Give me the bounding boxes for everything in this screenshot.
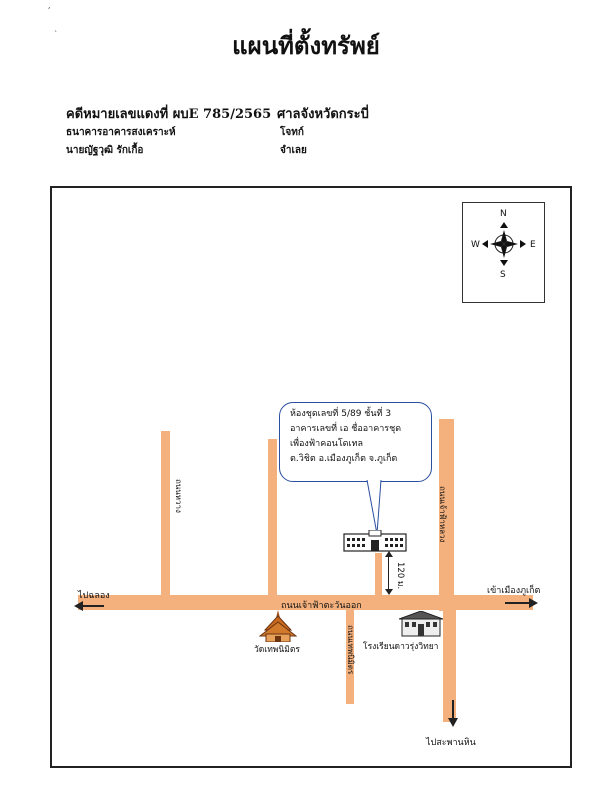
case-number: คดีหมายเลขแดงที่ ผบE 785/2565 bbox=[66, 107, 272, 122]
distance-label: 120 ม. bbox=[395, 562, 405, 590]
east-arrow bbox=[505, 602, 533, 604]
callout-line-3: เพื่องฟ้าคอนโดเทล bbox=[290, 439, 364, 449]
road-lower-vertical bbox=[346, 604, 354, 704]
compass-w: W bbox=[471, 240, 480, 250]
defendant-role: จำเลย bbox=[280, 145, 307, 156]
school-icon bbox=[399, 611, 443, 637]
callout-pointer bbox=[366, 479, 382, 535]
condo-building-icon bbox=[343, 530, 407, 552]
compass-e: E bbox=[530, 240, 536, 250]
page-title: แผนที่ตั้งทรัพย์ bbox=[232, 31, 380, 60]
distance-arrow-top-icon bbox=[385, 551, 393, 557]
scan-mark: , bbox=[48, 1, 51, 10]
plaintiff-name: ธนาคารอาคารสงเคราะห์ bbox=[66, 127, 176, 138]
road-right-vertical bbox=[439, 419, 454, 611]
west-arrow bbox=[78, 605, 104, 607]
plaintiff-role: โจทก์ bbox=[280, 127, 304, 138]
map-frame bbox=[50, 186, 572, 768]
callout-line-2: อาคารเลขที่ เอ ชื่ออาคารชุด bbox=[290, 424, 402, 434]
west-direction-label: ไปฉลอง bbox=[78, 591, 110, 601]
callout-line-4: ต.วิชิต อ.เมืองภูเก็ต จ.ภูเก็ต bbox=[290, 454, 398, 464]
road-label-right: ถนนเจ้าฟ้าหลวง bbox=[438, 486, 447, 543]
road-main bbox=[78, 595, 533, 610]
south-arrow-head-icon bbox=[448, 718, 458, 727]
temple-icon bbox=[259, 610, 297, 642]
road-label-left: ถนนหวาง bbox=[174, 479, 183, 513]
access-lane bbox=[375, 553, 382, 599]
road-left-vertical bbox=[161, 431, 170, 603]
property-callout: ห้องชุดเลขที่ 5/89 ชั้นที่ 3 อาคารเลขที่… bbox=[279, 402, 432, 482]
scan-mark: ` bbox=[54, 30, 58, 39]
road-right-lower bbox=[443, 604, 456, 722]
east-arrow-head-icon bbox=[529, 598, 538, 608]
compass-rose-icon bbox=[482, 222, 526, 266]
road-label-main: ถนนเจ้าฟ้าตะวันออก bbox=[281, 601, 362, 611]
west-arrow-head-icon bbox=[74, 601, 83, 611]
callout-line-1: ห้องชุดเลขที่ 5/89 ชั้นที่ 3 bbox=[290, 409, 392, 419]
south-arrow bbox=[452, 700, 454, 720]
compass-n: N bbox=[500, 209, 507, 219]
compass-s: S bbox=[500, 270, 506, 280]
south-direction-label: ไปสะพานหิน bbox=[426, 738, 476, 748]
distance-line bbox=[388, 553, 389, 593]
road-label-lower: ถนนเทพนิมิตร bbox=[346, 625, 355, 675]
court-name: ศาลจังหวัดกระบี่ bbox=[277, 107, 369, 122]
defendant-name: นายญัฐวุฒิ รักเกื้อ bbox=[66, 145, 144, 156]
school-label: โรงเรียนดาวรุ่งวิทยา bbox=[363, 642, 439, 652]
road-center-vertical bbox=[268, 439, 277, 605]
east-direction-label: เข้าเมืองภูเก็ต bbox=[487, 586, 541, 596]
distance-arrow-bottom-icon bbox=[385, 589, 393, 595]
temple-label: วัดเทพนิมิตร bbox=[254, 645, 300, 655]
